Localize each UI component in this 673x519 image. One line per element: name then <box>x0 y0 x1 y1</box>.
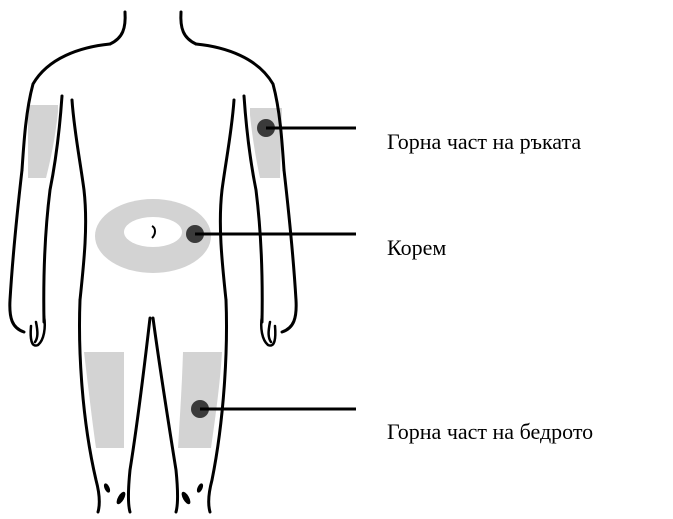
abdomen-label: Корем <box>387 237 446 259</box>
arm-right-outer <box>10 170 24 332</box>
upper-arm-label: Горна част на ръката <box>387 131 581 153</box>
zone-upper-thigh-right <box>84 352 124 448</box>
torso-left-side <box>220 100 234 300</box>
hand-right-thumb <box>35 322 37 342</box>
arm-left-outer <box>282 170 296 332</box>
navel-clear-area <box>124 217 182 247</box>
knee-marks <box>103 482 205 505</box>
neck-left-line <box>110 12 125 44</box>
upper-thigh-label: Горна част на бедрото <box>387 421 593 443</box>
torso-right-side <box>72 100 86 300</box>
injection-zones <box>28 105 282 448</box>
leg-left-inner <box>153 318 178 512</box>
knee-mark <box>196 482 205 493</box>
zone-upper-arm-left <box>250 108 282 178</box>
hand-left-thumb <box>269 322 271 342</box>
knee-mark <box>180 490 192 505</box>
leg-right-inner <box>129 318 151 512</box>
knee-mark <box>103 482 112 493</box>
knee-mark <box>115 490 127 505</box>
neck-right-line <box>181 12 196 44</box>
